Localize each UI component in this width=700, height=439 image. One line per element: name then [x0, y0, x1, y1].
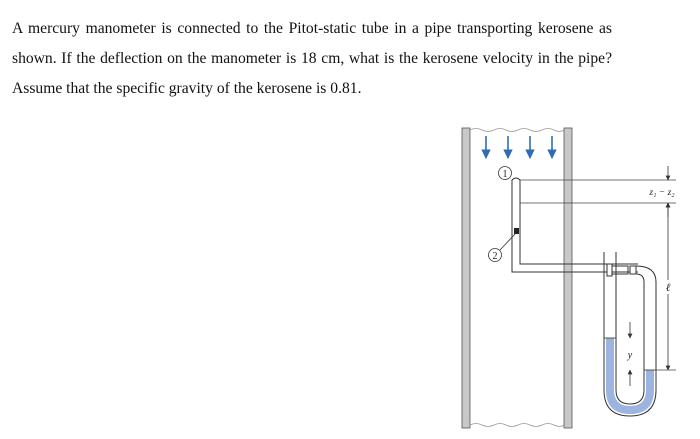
- flow-arrows: [481, 136, 557, 159]
- pipe-top-break: [469, 128, 565, 132]
- point2-label: 2: [493, 251, 498, 262]
- mercury: [606, 338, 654, 414]
- connector-tubes: [606, 263, 637, 277]
- point1-marker: [498, 166, 512, 180]
- problem-statement: A mercury manometer is connected to the …: [12, 20, 612, 97]
- pipe-right-wall: [563, 127, 573, 429]
- ell-label: ℓ: [666, 282, 671, 294]
- point2-marker: [488, 248, 502, 262]
- u-tube-manometer: [603, 252, 657, 417]
- static-tap: [514, 228, 519, 234]
- point2-leader: [499, 232, 517, 251]
- u-tube-inner: [615, 252, 645, 405]
- pipe-bottom-break: [469, 423, 565, 427]
- dz-label: z₁ − z₂: [648, 188, 675, 198]
- u-tube-outer: [603, 252, 657, 417]
- pipe-left-wall: [461, 127, 471, 429]
- y-label: y: [627, 350, 633, 361]
- pitot-tube: [511, 177, 638, 273]
- point1-label: 1: [503, 169, 508, 180]
- right-leg-top: [635, 265, 657, 283]
